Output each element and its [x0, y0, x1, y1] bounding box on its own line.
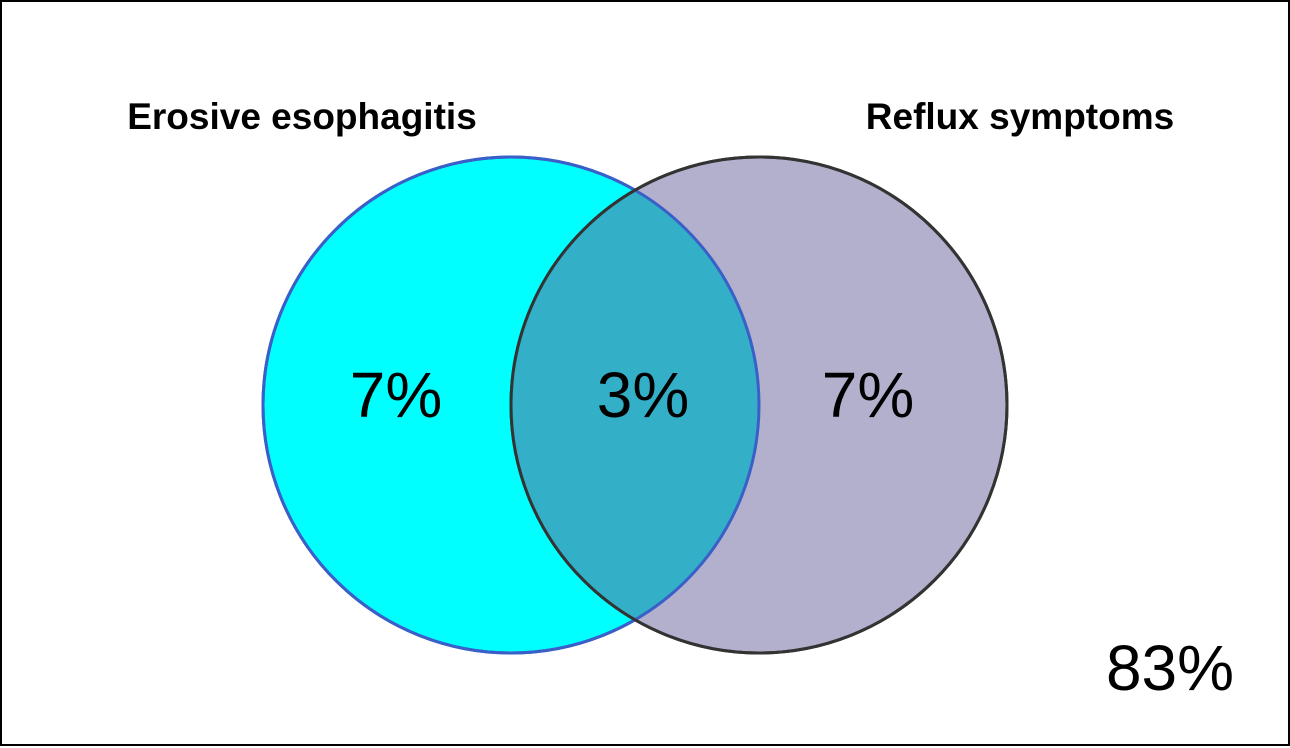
- outside-value: 83%: [1106, 632, 1234, 704]
- erosive-esophagitis-outline: [261, 155, 761, 655]
- reflux-symptoms-outline: [509, 155, 1009, 655]
- overlap-region: [511, 157, 759, 653]
- erosive-esophagitis-label: Erosive esophagitis: [127, 96, 477, 137]
- reflux-symptoms-label: Reflux symptoms: [866, 96, 1174, 137]
- intersection-value: 3%: [597, 359, 690, 431]
- right-only-value: 7%: [822, 359, 915, 431]
- left-only-value: 7%: [350, 359, 443, 431]
